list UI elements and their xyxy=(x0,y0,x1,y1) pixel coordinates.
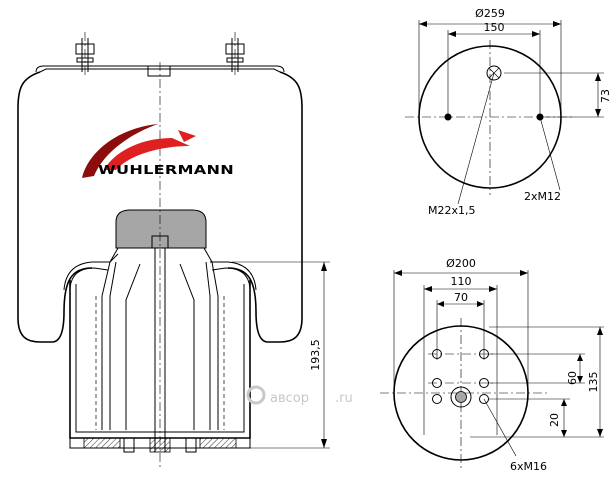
bottom-view: Ø200 110 70 xyxy=(380,257,604,473)
top-offset-label: 73 xyxy=(599,89,612,103)
height-label: 193,5 xyxy=(309,339,322,371)
top-view: Ø259 150 73 M22x1,5 2xM12 xyxy=(405,7,612,217)
studs-label: 2xM12 xyxy=(524,190,561,203)
logo-swoosh-light xyxy=(104,138,190,170)
bolts-label: 6xM16 xyxy=(510,460,547,473)
watermark-suffix: .ru xyxy=(335,391,353,406)
watermark-text: авсор xyxy=(270,391,309,406)
bolt-hole xyxy=(432,394,442,404)
top-stud-left xyxy=(75,32,95,78)
bolt-hole xyxy=(479,394,489,404)
brand-logo: WUHLERMANN xyxy=(82,124,234,178)
piston xyxy=(69,261,251,453)
bottom-vertical-offset-label: 20 xyxy=(548,413,561,427)
bellows xyxy=(17,71,93,343)
top-diameter-label: Ø259 xyxy=(475,7,505,20)
bumper xyxy=(109,209,213,263)
brand-name: WUHLERMANN xyxy=(98,163,234,177)
bottom-outer-spacing-label: 110 xyxy=(451,275,472,288)
top-stud-right xyxy=(225,32,245,78)
watermark: авсор .ru xyxy=(246,385,353,406)
bottom-vertical-inner-label: 60 xyxy=(566,371,579,385)
logo-swoosh-dark xyxy=(82,124,158,178)
air-fitting-label: M22x1,5 xyxy=(428,204,476,217)
air-fitting-hole xyxy=(486,65,502,81)
center-boss xyxy=(450,386,472,408)
side-view: 193,5 xyxy=(17,32,330,470)
bottom-diameter-label: Ø200 xyxy=(446,257,476,270)
watermark-logo-icon xyxy=(246,385,266,405)
bottom-vertical-outer-label: 135 xyxy=(587,372,600,393)
height-dimension: 193,5 xyxy=(232,261,330,449)
bottom-inner-spacing-label: 70 xyxy=(454,291,468,304)
top-spacing-label: 150 xyxy=(484,21,505,34)
